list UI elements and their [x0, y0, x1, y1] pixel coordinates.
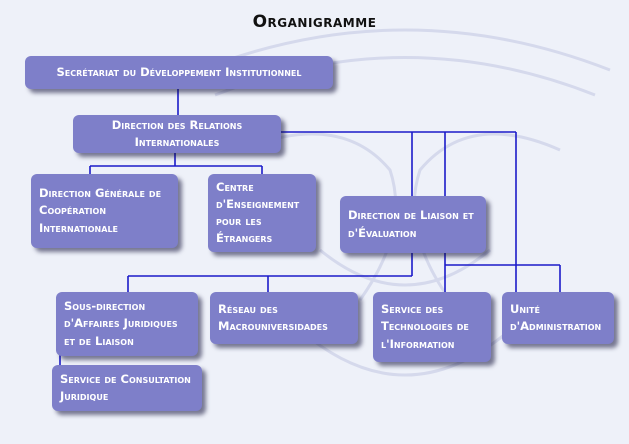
node-unite-administration[interactable]: Unité d'Administration [502, 292, 614, 344]
node-label: Centre d'Enseignement pour les Étrangers [216, 179, 300, 246]
node-label: Direction Générale de Coopération Intern… [39, 186, 162, 235]
node-label: Réseau des Macrouniversidades [218, 301, 328, 333]
node-label: Direction des Relations Internationales [111, 117, 243, 149]
node-service-consultation-juridique[interactable]: Service de Consultation Juridique [52, 365, 202, 411]
page-title: Organigramme [252, 12, 377, 32]
node-direction-relations-internationales[interactable]: Direction des Relations Internationales [73, 115, 281, 153]
node-direction-liaison-evaluation[interactable]: Direction de Liaison et d'Évaluation [340, 196, 486, 253]
node-service-technologies-information[interactable]: Service des Technologies de l'Informatio… [373, 292, 491, 362]
node-label: Service de Consultation Juridique [60, 371, 191, 403]
node-label: Service des Technologies de l'Informatio… [381, 302, 469, 351]
node-label: Secrétariat du Développement Institution… [56, 64, 302, 79]
node-label: Unité d'Administration [510, 301, 602, 333]
node-centre-enseignement-etrangers[interactable]: Centre d'Enseignement pour les Étrangers [208, 174, 316, 252]
node-sous-direction-affaires-juridiques[interactable]: Sous-direction d'Affaires Juridiques et … [56, 292, 198, 356]
node-reseau-macrouniversidades[interactable]: Réseau des Macrouniversidades [210, 292, 358, 344]
node-label: Direction de Liaison et d'Évaluation [348, 208, 474, 240]
node-secretariat-developpement-institutionnel[interactable]: Secrétariat du Développement Institution… [25, 56, 333, 89]
node-label: Sous-direction d'Affaires Juridiques et … [64, 299, 178, 348]
node-direction-generale-cooperation[interactable]: Direction Générale de Coopération Intern… [31, 174, 178, 248]
